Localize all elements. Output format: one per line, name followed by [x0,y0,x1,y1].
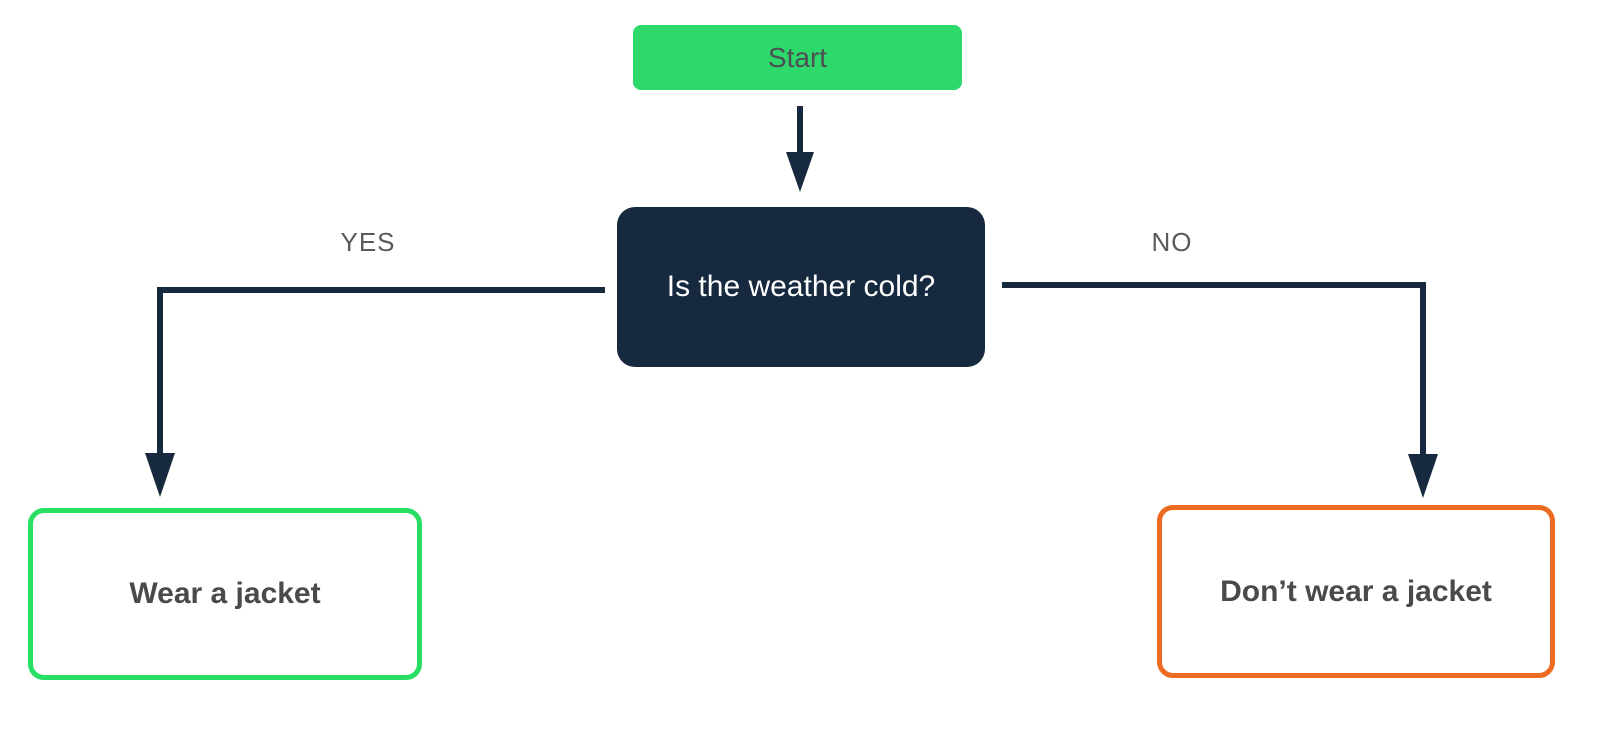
edge-label-no: NO [1151,227,1193,257]
node-start: Start [633,25,962,90]
edge-line [1002,282,1426,456]
arrowhead-down-icon [145,453,175,497]
node-wear-jacket: Wear a jacket [28,508,422,680]
arrowhead-down-icon [1408,454,1438,498]
edge-no [1002,282,1438,498]
node-decision: Is the weather cold? [617,207,985,367]
edge-line [157,287,605,456]
arrowhead-down-icon [786,152,814,192]
node-dont-wear-jacket: Don’t wear a jacket [1157,505,1555,678]
edge-label-yes: YES [340,227,396,257]
edge-start-to-decision [786,106,814,192]
edge-yes [145,287,605,497]
